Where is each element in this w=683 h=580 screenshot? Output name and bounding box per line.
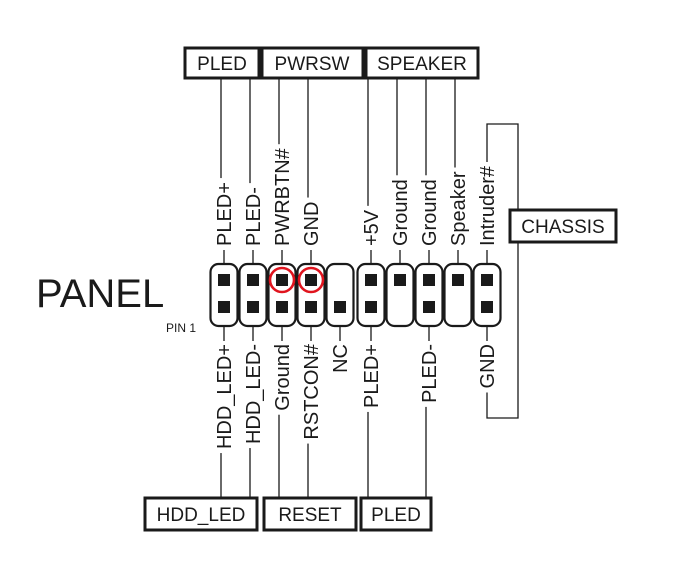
pin-column: [209, 262, 239, 328]
bottom-group-hdd-led: HDD_LED: [143, 496, 259, 532]
top-pin-label-ground: Ground: [390, 179, 412, 246]
top-pin-label-pled-plus: PLED+: [214, 182, 236, 246]
bottom-pin-label-nc: NC: [330, 344, 352, 373]
pin-pad-top: [423, 274, 435, 286]
pin-pad-bottom: [423, 301, 435, 313]
pin-column: [238, 262, 268, 328]
pin-column: [385, 262, 415, 328]
pin-pad-bottom: [276, 301, 288, 313]
top-group-speaker-label: SPEAKER: [377, 54, 467, 75]
top-pin-label-gnd: GND: [301, 202, 323, 246]
pin-pad-bottom: [365, 301, 377, 313]
pin-pad-bottom: [334, 301, 346, 313]
bottom-group-reset-label: RESET: [278, 505, 342, 526]
pin-pad-top: [276, 274, 288, 286]
wires: [220, 78, 519, 498]
pin-column: [414, 262, 444, 328]
top-pin-label-intruder-n: Intruder#: [477, 165, 499, 246]
pin-column: [356, 262, 386, 328]
pin-pad-top: [394, 274, 406, 286]
bottom-pin-labels: HDD_LED+ HDD_LED- Ground RSTCON# NC PLED+ PLED…: [214, 343, 499, 449]
pin-column: [472, 262, 502, 328]
pin-pad-top: [247, 274, 259, 286]
chassis-bracket-top: [486, 123, 519, 210]
pin-column: [443, 262, 473, 328]
pin-pad-top: [452, 274, 464, 286]
bottom-group-pled-label: PLED: [371, 505, 421, 526]
bottom-pin-label-gnd: GND: [477, 344, 499, 388]
bottom-pin-label-hdd-led-minus: HDD_LED-: [243, 344, 265, 444]
panel-title: PANEL: [36, 272, 164, 316]
right-group-chassis: CHASSIS: [508, 208, 618, 244]
pin-pad-bottom: [247, 301, 259, 313]
pin-pad-bottom: [481, 301, 493, 313]
top-pin-label-plus5v: +5V: [361, 209, 383, 246]
bottom-pin-label-rstcon-n: RSTCON#: [301, 343, 323, 439]
right-group-chassis-label: CHASSIS: [521, 217, 604, 238]
pin-header: [209, 262, 502, 328]
pin-pad-bottom: [218, 301, 230, 313]
pin-column: [325, 262, 355, 328]
pin-pad-top: [481, 274, 493, 286]
bottom-pin-label-pled-minus: PLED-: [419, 344, 441, 403]
top-group-pled-label: PLED: [197, 54, 247, 75]
top-pin-label-pwrbtn-n: PWRBTN#: [272, 147, 294, 246]
pin1-label: PIN 1: [166, 321, 196, 335]
top-pin-label-ground: Ground: [419, 179, 441, 246]
pin-pad-top: [365, 274, 377, 286]
top-pin-label-pled-minus: PLED-: [243, 187, 265, 246]
bottom-pin-label-pled-plus: PLED+: [361, 344, 383, 408]
top-group-pled: PLED: [183, 46, 261, 80]
bottom-group-pled: PLED: [359, 496, 433, 532]
pin-pad-bottom: [305, 301, 317, 313]
pin-pad-top: [305, 274, 317, 286]
pin-column: [267, 262, 297, 328]
pin-column: [296, 262, 326, 328]
top-group-pwrsw-label: PWRSW: [275, 54, 350, 75]
top-group-speaker: SPEAKER: [364, 46, 480, 80]
bottom-group-hdd-led-label: HDD_LED: [157, 505, 246, 526]
pin-pad-top: [218, 274, 230, 286]
highlight-ring: [297, 266, 325, 294]
bottom-pin-label-ground: Ground: [272, 344, 294, 411]
top-group-pwrsw: PWRSW: [260, 46, 365, 80]
bottom-group-reset: RESET: [262, 496, 358, 532]
highlight-ring: [268, 266, 296, 294]
chassis-bracket-bottom: [486, 242, 519, 419]
top-pin-label-speaker: Speaker: [448, 171, 470, 246]
top-pin-labels: PLED+ PLED- PWRBTN# GND +5V Ground Ground Speak…: [214, 147, 499, 246]
bottom-pin-label-hdd-led-plus: HDD_LED+: [214, 344, 236, 449]
